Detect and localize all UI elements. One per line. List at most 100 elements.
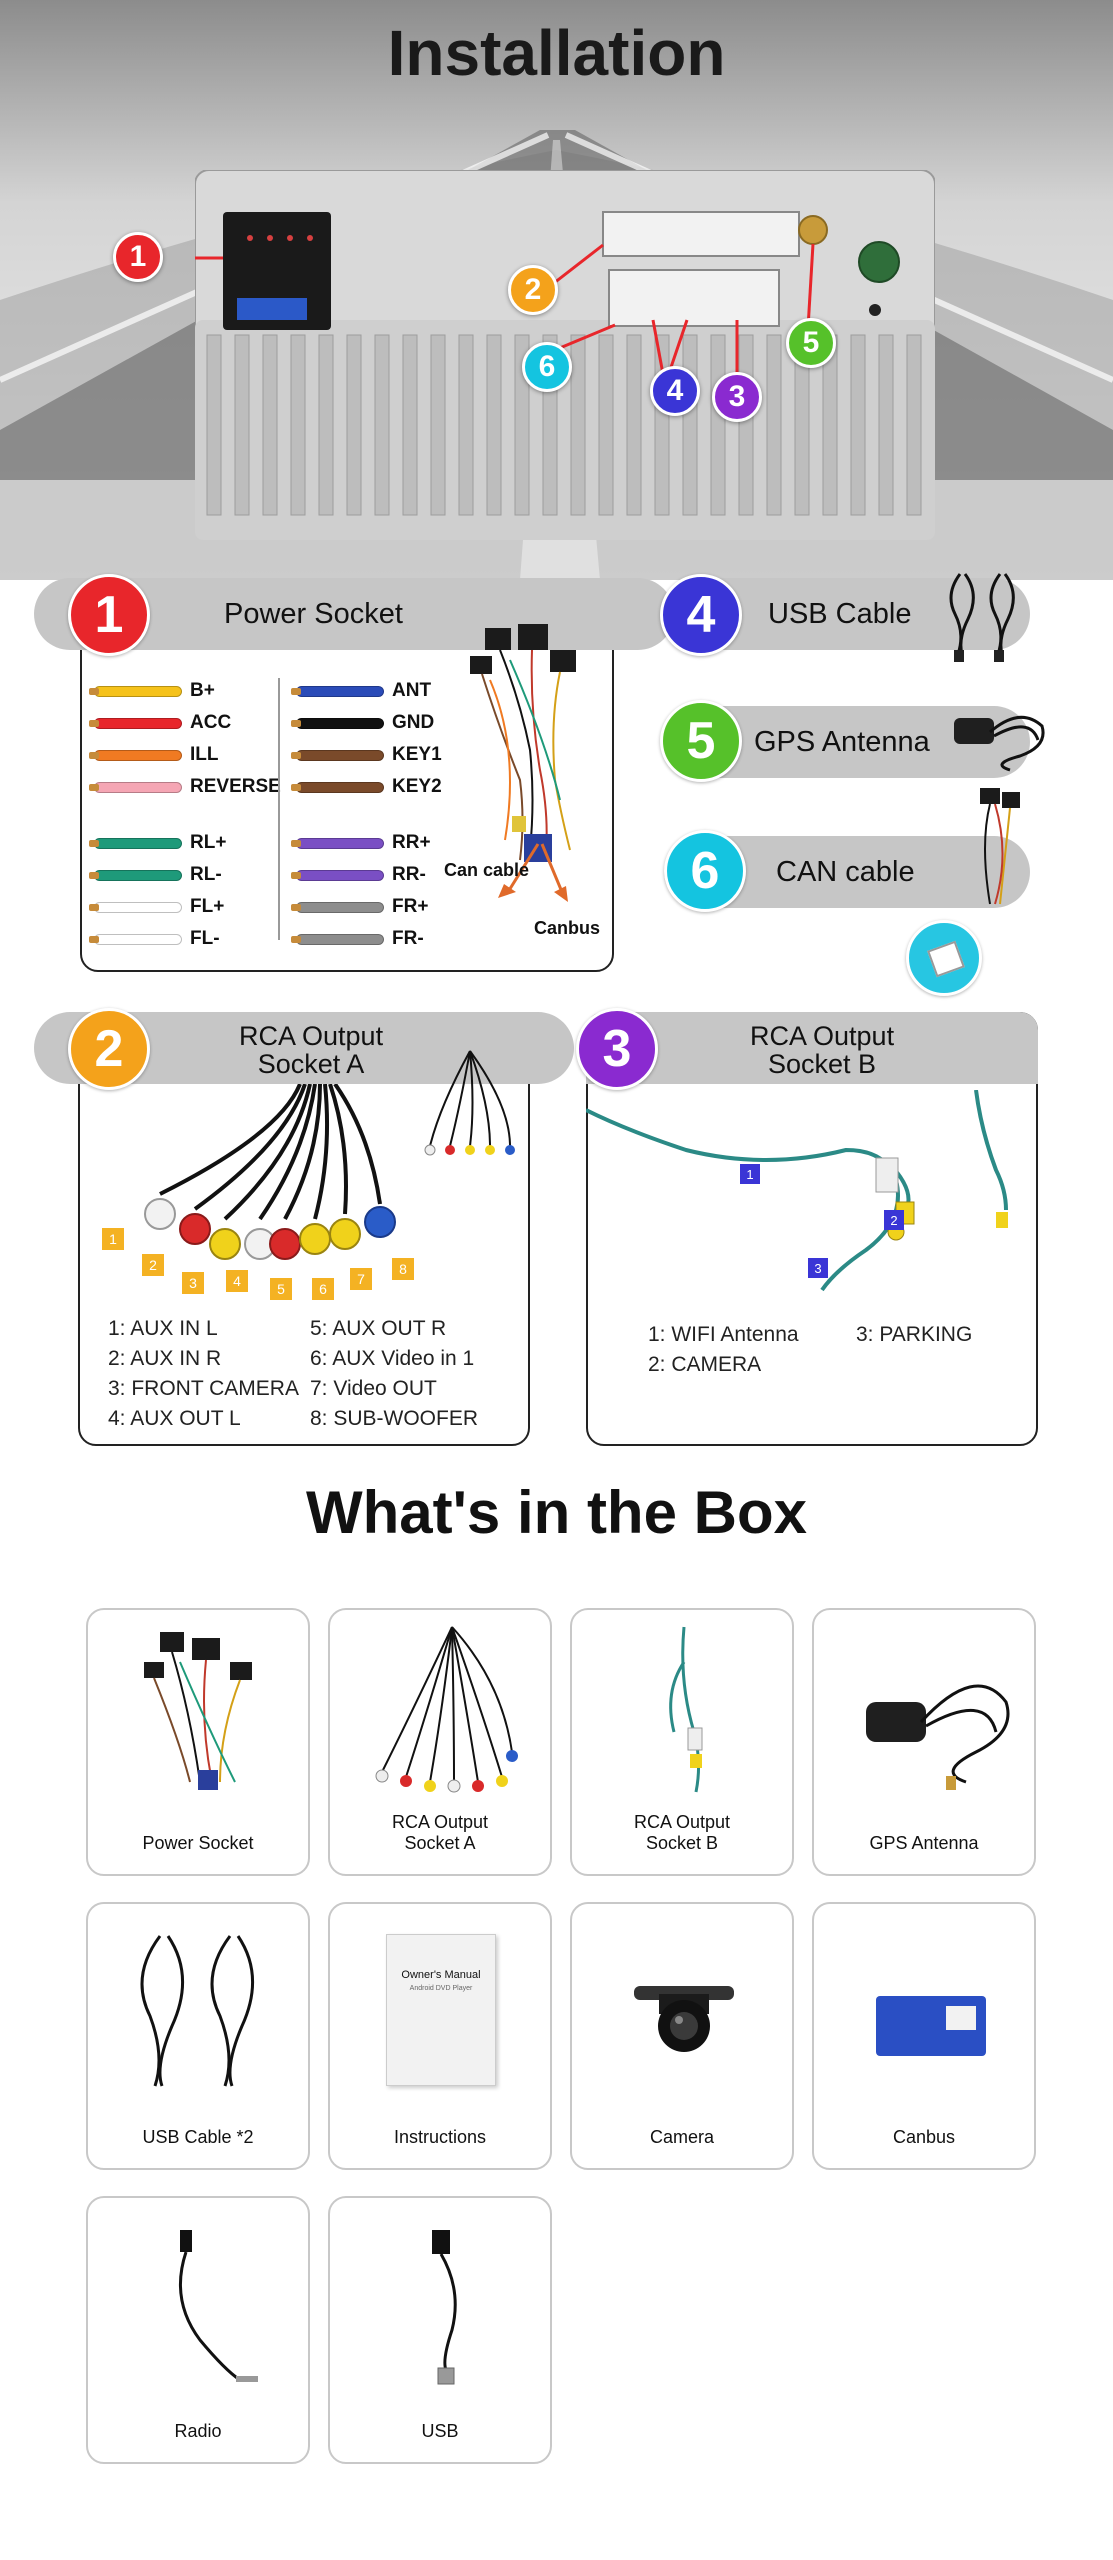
power-socket-title: Power Socket bbox=[224, 598, 403, 630]
hero-banner: Installation bbox=[0, 0, 1113, 580]
gps-antenna-image bbox=[954, 715, 1045, 772]
callout-badge-1: 1 bbox=[113, 232, 163, 282]
wire-cable-swatch bbox=[291, 933, 384, 945]
rca-socket-b-title-line2: Socket B bbox=[768, 1049, 877, 1079]
rca-b-tag-1: 1 bbox=[740, 1164, 760, 1184]
rca-b-legend-left: 1: WIFI Antenna 2: CAMERA bbox=[648, 1320, 799, 1380]
rca-a-tag-3: 3 bbox=[182, 1272, 204, 1294]
rca-a-tag-2: 2 bbox=[142, 1254, 164, 1276]
wire-list-divider bbox=[278, 678, 280, 940]
rca-socket-b-title-line1: RCA Output bbox=[750, 1021, 895, 1051]
rca-a-legend-item: 5: AUX OUT R bbox=[310, 1317, 447, 1340]
wire-cable-swatch bbox=[291, 749, 384, 761]
box-item-label-line2: Socket B bbox=[645, 1833, 719, 1853]
wire-cable-swatch bbox=[89, 901, 182, 913]
wire-cable-swatch bbox=[291, 837, 384, 849]
rca-a-legend-item: 4: AUX OUT L bbox=[108, 1407, 241, 1430]
rca-socket-a-number: 2 bbox=[68, 1008, 150, 1090]
wire-row: ANT bbox=[291, 680, 431, 702]
wire-row: RR- bbox=[291, 864, 426, 886]
power-harness-image bbox=[470, 624, 576, 862]
wire-row: ILL bbox=[89, 744, 219, 766]
rca-a-legend-item: 6: AUX Video in 1 bbox=[310, 1347, 475, 1370]
wire-label: ACC bbox=[190, 712, 232, 733]
wire-row: REVERSE bbox=[89, 776, 281, 798]
callout-badge-5: 5 bbox=[786, 318, 836, 368]
gps-antenna-item-image bbox=[866, 1684, 1010, 1790]
usb-cable-title: USB Cable bbox=[768, 598, 912, 630]
box-item-usb: USB bbox=[328, 2196, 552, 2464]
rca-socket-b-panel bbox=[586, 1012, 1038, 1446]
rca-a-legend-item: 3: FRONT CAMERA bbox=[108, 1377, 299, 1400]
rca-b-legend-item: 2: CAMERA bbox=[648, 1353, 762, 1376]
rca-a-tag-1: 1 bbox=[102, 1228, 124, 1250]
wire-row: RR+ bbox=[291, 832, 431, 854]
box-item-rca-socket-b: RCA Output Socket B bbox=[570, 1608, 794, 1876]
rca-socket-a-item-image bbox=[375, 1626, 518, 1793]
wire-label: RL+ bbox=[190, 832, 227, 853]
wire-cable-swatch bbox=[291, 685, 384, 697]
wire-row: KEY2 bbox=[291, 776, 442, 798]
wire-cable-swatch bbox=[89, 933, 182, 945]
rca-socket-b-header: RCA Output Socket B bbox=[586, 1012, 1038, 1084]
wire-label: KEY1 bbox=[392, 744, 442, 765]
usb-cable-number: 4 bbox=[660, 574, 742, 656]
wire-label: FR- bbox=[392, 928, 424, 949]
rca-a-legend-right: 5: AUX OUT R 6: AUX Video in 1 7: Video … bbox=[310, 1314, 478, 1434]
can-cable-number: 6 bbox=[664, 830, 746, 912]
camera-item-image bbox=[634, 1986, 734, 2052]
wire-label: REVERSE bbox=[190, 776, 281, 797]
canbus-item-image bbox=[876, 1996, 986, 2056]
wire-label: FR+ bbox=[392, 896, 429, 917]
rca-a-connectors-image bbox=[144, 1084, 396, 1260]
wire-cable-swatch bbox=[89, 685, 182, 697]
box-item-radio: Radio bbox=[86, 2196, 310, 2464]
rca-socket-a-title-line2: Socket A bbox=[257, 1049, 365, 1079]
box-item-label: Canbus bbox=[892, 2127, 956, 2147]
rca-a-legend-left: 1: AUX IN L 2: AUX IN R 3: FRONT CAMERA … bbox=[108, 1314, 299, 1434]
rca-a-harness-thumb bbox=[424, 1050, 515, 1156]
gps-antenna-title: GPS Antenna bbox=[754, 726, 930, 758]
box-item-label: USB bbox=[421, 2421, 459, 2441]
wire-label: RR+ bbox=[392, 832, 431, 853]
box-item-label-line1: RCA Output bbox=[633, 1812, 731, 1832]
wire-row: RL- bbox=[89, 864, 222, 886]
wire-cable-swatch bbox=[89, 749, 182, 761]
can-connector-plug bbox=[927, 940, 965, 978]
power-socket-panel bbox=[80, 618, 614, 972]
callout-badge-4: 4 bbox=[650, 366, 700, 416]
rca-socket-a-title-line1: RCA Output bbox=[239, 1021, 384, 1051]
box-item-label-line1: RCA Output bbox=[391, 1812, 489, 1832]
box-item-power-socket: Power Socket bbox=[86, 1608, 310, 1876]
rca-a-legend-item: 1: AUX IN L bbox=[108, 1317, 218, 1340]
box-item-rca-socket-a: RCA Output Socket A bbox=[328, 1608, 552, 1876]
box-item-canbus: Canbus bbox=[812, 1902, 1036, 2170]
box-item-camera: Camera bbox=[570, 1902, 794, 2170]
box-item-label: RCA Output Socket B bbox=[572, 1812, 792, 1854]
radio-cable-item-image bbox=[179, 2230, 258, 2382]
wire-row: FL- bbox=[89, 928, 220, 950]
rca-a-tag-6: 6 bbox=[312, 1278, 334, 1300]
wire-row: FR+ bbox=[291, 896, 429, 918]
rca-b-legend-item: 1: WIFI Antenna bbox=[648, 1323, 799, 1346]
usb-adapter-item-image bbox=[432, 2230, 457, 2385]
wire-cable-swatch bbox=[291, 869, 384, 881]
rca-a-tag-7: 7 bbox=[350, 1268, 372, 1290]
box-item-label: Camera bbox=[649, 2127, 715, 2147]
box-section-title: What's in the Box bbox=[306, 1479, 807, 1546]
page-title: Installation bbox=[387, 17, 726, 89]
box-item-gps-antenna: GPS Antenna bbox=[812, 1608, 1036, 1876]
wire-cable-swatch bbox=[89, 869, 182, 881]
canbus-label: Canbus bbox=[534, 918, 601, 938]
wire-row: GND bbox=[291, 712, 434, 734]
rca-b-tag-3: 3 bbox=[808, 1258, 828, 1278]
wire-row: B+ bbox=[89, 680, 215, 702]
wire-label: RL- bbox=[190, 864, 222, 885]
wire-cable-swatch bbox=[291, 781, 384, 793]
box-item-instructions: Owner's Manual Android DVD Player Instru… bbox=[328, 1902, 552, 2170]
wire-row: RL+ bbox=[89, 832, 227, 854]
box-item-usb-cable: USB Cable *2 bbox=[86, 1902, 310, 2170]
rca-a-tag-8: 8 bbox=[392, 1258, 414, 1280]
callout-badge-6: 6 bbox=[522, 342, 572, 392]
box-item-label: RCA Output Socket A bbox=[330, 1812, 550, 1854]
